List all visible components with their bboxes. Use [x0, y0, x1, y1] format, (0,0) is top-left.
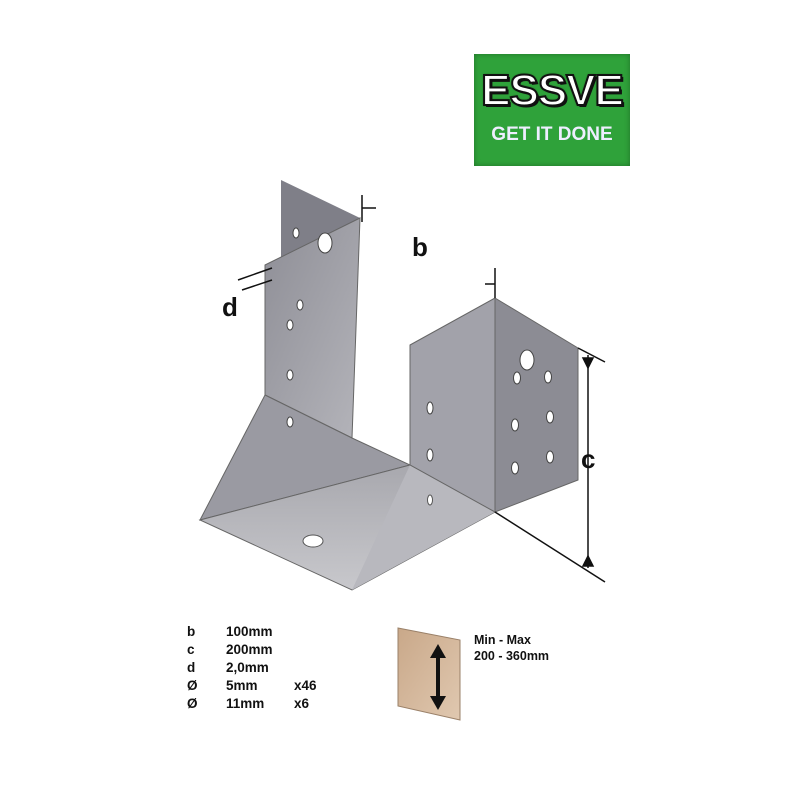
- spec-row: d 2,0mm: [187, 660, 317, 678]
- spec-qty: x46: [294, 678, 317, 693]
- dimension-d-label: d: [222, 292, 238, 322]
- essve-logo: ESSVE GET IT DONE: [474, 54, 630, 166]
- left-flange: [199, 180, 412, 521]
- spec-symbol: d: [187, 660, 196, 675]
- logo-tagline: GET IT DONE: [491, 124, 613, 145]
- spec-value: 2,0mm: [226, 660, 269, 675]
- spec-row: b 100mm: [187, 624, 317, 642]
- spec-value: 200mm: [226, 642, 273, 657]
- spec-qty: [294, 624, 317, 642]
- spec-value: 100mm: [226, 624, 273, 639]
- dimension-b-label: b: [412, 232, 428, 262]
- spec-value: 11mm: [226, 696, 265, 711]
- dimension-lines: [237, 195, 606, 583]
- spec-symbol: Ø: [187, 678, 198, 693]
- spec-value: 5mm: [226, 678, 258, 693]
- timber-beam-icon: [397, 627, 461, 721]
- spec-symbol: Ø: [187, 696, 198, 711]
- spec-symbol: b: [187, 624, 196, 639]
- range-title: Min - Max: [474, 633, 531, 647]
- base-plate: [198, 464, 497, 591]
- beam-range: Min - Max 200 - 360mm: [474, 632, 549, 664]
- range-value: 200 - 360mm: [474, 649, 550, 663]
- arrow-up-icon: [430, 644, 446, 658]
- logo-brand: ESSVE: [480, 65, 625, 116]
- fastener-holes: [286, 227, 554, 475]
- spec-qty: x6: [294, 696, 310, 711]
- spec-row: Ø 11mm x6: [187, 696, 317, 714]
- spec-table: b 100mm c 200mm d 2,0mm Ø 5mm x46 Ø 11mm x6: [187, 624, 317, 714]
- spec-qty: [294, 660, 317, 678]
- arrow-down-icon: [430, 696, 446, 710]
- spec-row: Ø 5mm x46: [187, 678, 317, 696]
- spec-row: c 200mm: [187, 642, 317, 660]
- spec-qty: [294, 642, 317, 660]
- dimension-c-label: c: [581, 444, 596, 474]
- spec-symbol: c: [187, 642, 195, 657]
